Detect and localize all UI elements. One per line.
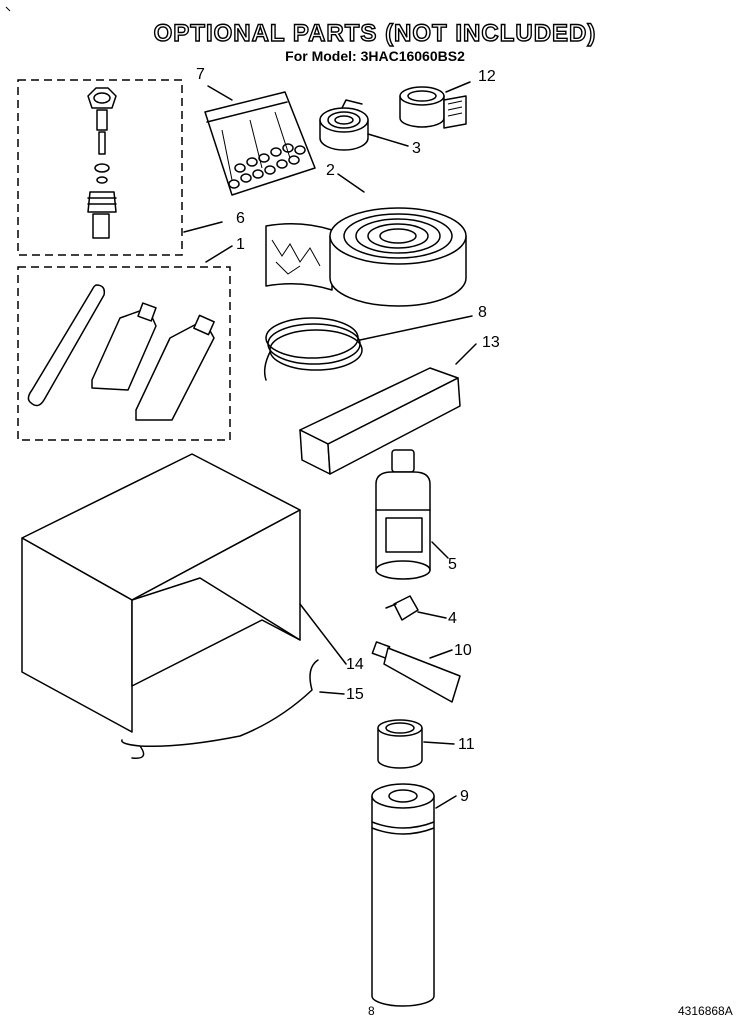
part-14-cover (21, 453, 301, 733)
part-3-small-tape-roll (319, 99, 369, 151)
callout-8: 8 (478, 304, 487, 321)
part-6-valve-fitting (87, 87, 117, 239)
callout-13: 13 (482, 334, 500, 351)
callout-6: 6 (236, 210, 245, 227)
page-number: 8 (368, 1004, 375, 1018)
callout-10: 10 (454, 642, 472, 659)
callout-4: 4 (448, 610, 457, 627)
part-7-fastener-bag (204, 91, 316, 196)
callout-14: 14 (346, 656, 364, 673)
part-2-insulation-roll (265, 207, 467, 307)
callout-15: 15 (346, 686, 364, 703)
callout-1: 1 (236, 236, 245, 253)
part-15-cord (121, 659, 319, 759)
callout-9: 9 (460, 788, 469, 805)
callout-3: 3 (412, 140, 421, 157)
model-subtitle: For Model: 3HAC16060BS2 (285, 48, 465, 64)
callout-11: 11 (458, 736, 475, 753)
part-11-cup (377, 719, 423, 769)
part-4-small-cap (385, 595, 419, 621)
callout-7: 7 (196, 66, 205, 83)
callout-5: 5 (448, 556, 457, 573)
kit-box-6 (17, 79, 183, 256)
kit-box-1 (17, 266, 231, 441)
part-10-small-tube (371, 641, 461, 703)
part-8-wire-coil (263, 317, 363, 381)
callout-12: 12 (478, 68, 496, 85)
part-9-aerosol-can (371, 783, 435, 1007)
document-number: 4316868A (678, 1004, 733, 1018)
part-1-sealant-tubes (27, 284, 215, 421)
part-13-foam-block (299, 367, 461, 475)
corner-mark (5, 6, 11, 12)
callout-2: 2 (326, 162, 335, 179)
part-5-bottle (375, 449, 431, 580)
leader-lines (183, 81, 477, 809)
page-title: OPTIONAL PARTS (NOT INCLUDED) (153, 19, 597, 47)
part-12-tape-roll (399, 86, 467, 129)
